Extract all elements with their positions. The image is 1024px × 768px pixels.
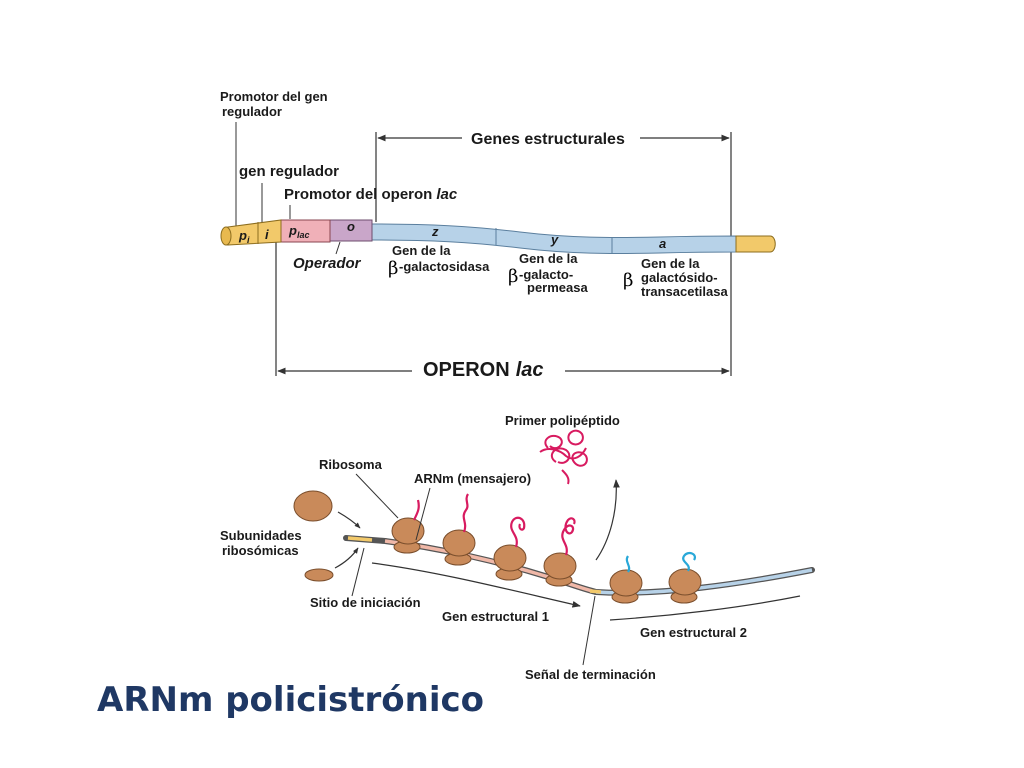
initiation-pointer: [351, 547, 365, 597]
gene-z-label-2: -galactosidasa: [399, 259, 490, 274]
initiation-site-label: Sitio de iniciación: [310, 595, 421, 610]
ribosome-large: [543, 552, 577, 580]
peptide: [462, 493, 469, 533]
gene2-label: Gen estructural 2: [640, 625, 747, 640]
promoter-regulator-label-1: Promotor del gen: [220, 89, 328, 104]
mrna-pointer: [415, 487, 431, 541]
gene-z-beta: β: [388, 258, 398, 279]
gene-z-label-1: Gen de la: [392, 243, 451, 258]
mrna-gene1-inner: [384, 539, 597, 594]
ribosome-large: [668, 568, 702, 596]
peptide: [625, 555, 631, 573]
mrna-leader-inner: [347, 536, 373, 542]
peptide: [561, 517, 576, 556]
promoter-regulator-label-2: regulador: [222, 104, 282, 119]
subunit-arrow-1: [337, 511, 361, 529]
ribosome-4: [543, 517, 577, 587]
ribosome-5: [609, 555, 643, 604]
gene2-direction-line: [609, 595, 801, 621]
ribosome-large: [609, 569, 643, 597]
termination-label: Señal de terminación: [525, 667, 656, 682]
gene-y-label-3: permeasa: [527, 280, 588, 295]
peptide: [682, 551, 696, 572]
ribosome-large: [442, 529, 476, 557]
pi-letter: pi: [238, 228, 250, 245]
released-polypeptide: [539, 429, 588, 485]
release-arrow: [595, 479, 620, 561]
gene-a-label-2: galactósido-: [641, 270, 718, 285]
y-letter: y: [550, 232, 559, 247]
ribosome-large: [391, 517, 425, 545]
subunits-label-2: ribosómicas: [222, 543, 299, 558]
ribosome-pointer: [355, 473, 399, 519]
tube-end-segment: [735, 235, 776, 253]
subunits-label-1: Subunidades: [220, 528, 302, 543]
structural-genes-label: Genes estructurales: [471, 131, 625, 148]
a-letter: a: [659, 236, 666, 251]
termination-pointer: [582, 595, 596, 666]
gene1-label: Gen estructural 1: [442, 609, 549, 624]
z-letter: z: [431, 224, 439, 239]
ribosome-label: Ribosoma: [319, 457, 383, 472]
polypeptide-coil-2: [539, 447, 587, 460]
peptide: [510, 516, 526, 548]
termination-mark: [589, 589, 602, 594]
ribosome-large: [493, 544, 527, 572]
i-letter: i: [265, 227, 269, 242]
plac-letter: plac: [288, 223, 309, 240]
peptide: [413, 499, 420, 521]
subunit-arrow-2: [334, 547, 359, 569]
gene-y-label-1: Gen de la: [519, 251, 578, 266]
tube-start-cap: [220, 226, 232, 246]
small-subunit: [304, 568, 334, 582]
operator-pointer: [335, 241, 341, 255]
ribosome-1: [391, 499, 425, 554]
dna-tube: pi i plac o z y a: [220, 219, 776, 254]
polypeptide-coil: [544, 429, 588, 485]
slide-title: ARNm policistrónico: [97, 680, 485, 720]
gene-y-beta: β: [508, 266, 518, 287]
translation-section: Primer polipéptido Ribosoma ARNm (mensaj…: [220, 413, 815, 682]
ribosome-3: [493, 516, 527, 581]
mrna-label: ARNm (mensajero): [414, 471, 531, 486]
gene1-direction-arrow: [371, 562, 581, 608]
ribosome-2: [442, 493, 476, 566]
operator-label: Operador: [293, 255, 362, 272]
first-polypeptide-label: Primer polipéptido: [505, 413, 620, 428]
gene-y-label-2: -galacto-: [519, 267, 573, 282]
gene-a-label-3: transacetilasa: [641, 284, 728, 299]
o-letter: o: [347, 219, 355, 234]
ribosome-6: [668, 551, 702, 604]
large-subunit: [293, 490, 333, 522]
regulator-gene-label: gen regulador: [239, 163, 339, 180]
gene-a-label-1: Gen de la: [641, 256, 700, 271]
gene-a-beta: β: [623, 270, 633, 291]
